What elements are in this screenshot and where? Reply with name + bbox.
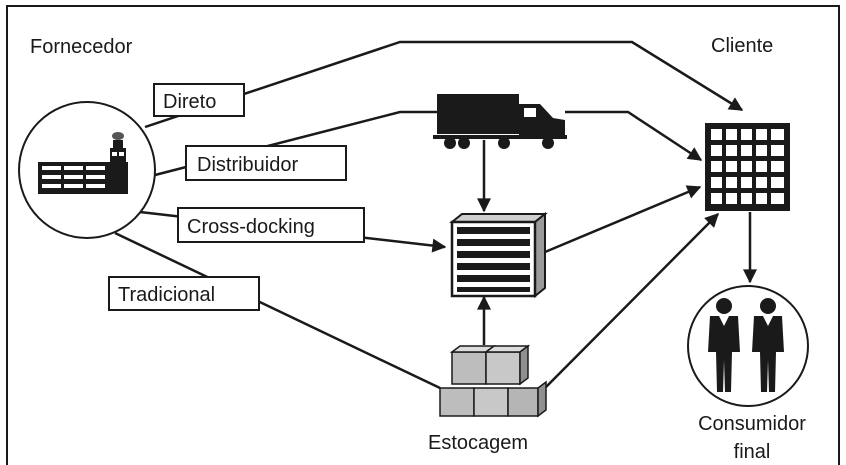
route-label-traditional: Tradicional xyxy=(108,276,260,311)
boxes-icon xyxy=(439,344,547,418)
warehouse-to-client-arrow xyxy=(544,185,702,254)
traditional-route-line xyxy=(114,231,441,390)
people-icon xyxy=(708,298,784,392)
route-label-cross-docking: Cross-docking xyxy=(177,207,365,243)
diagram-frame xyxy=(6,5,840,465)
route-label-cross-docking-text: Cross-docking xyxy=(187,216,315,238)
warehouse-icon xyxy=(449,211,548,299)
consumer-node xyxy=(687,285,809,407)
consumer-circle xyxy=(687,285,809,407)
direct-route-line xyxy=(144,40,744,129)
consumer-label-line1: Consumidor xyxy=(698,413,806,435)
route-label-distributor: Distribuidor xyxy=(185,145,347,181)
route-label-traditional-text: Tradicional xyxy=(118,284,215,306)
storage-label: Estocagem xyxy=(428,432,528,454)
client-label: Cliente xyxy=(711,35,773,57)
truck-icon xyxy=(433,94,567,149)
distributor-truck-to-client xyxy=(565,110,703,162)
factory-icon xyxy=(38,132,128,194)
supplier-label: Fornecedor xyxy=(30,36,133,58)
route-label-direct: Direto xyxy=(153,83,245,117)
route-label-direct-text: Direto xyxy=(163,91,216,113)
building-icon xyxy=(705,123,790,211)
supplier-node xyxy=(18,101,156,239)
boxes-to-client-arrow xyxy=(544,213,719,389)
consumer-label-line2: final xyxy=(734,441,771,463)
route-label-distributor-text: Distribuidor xyxy=(197,154,298,176)
